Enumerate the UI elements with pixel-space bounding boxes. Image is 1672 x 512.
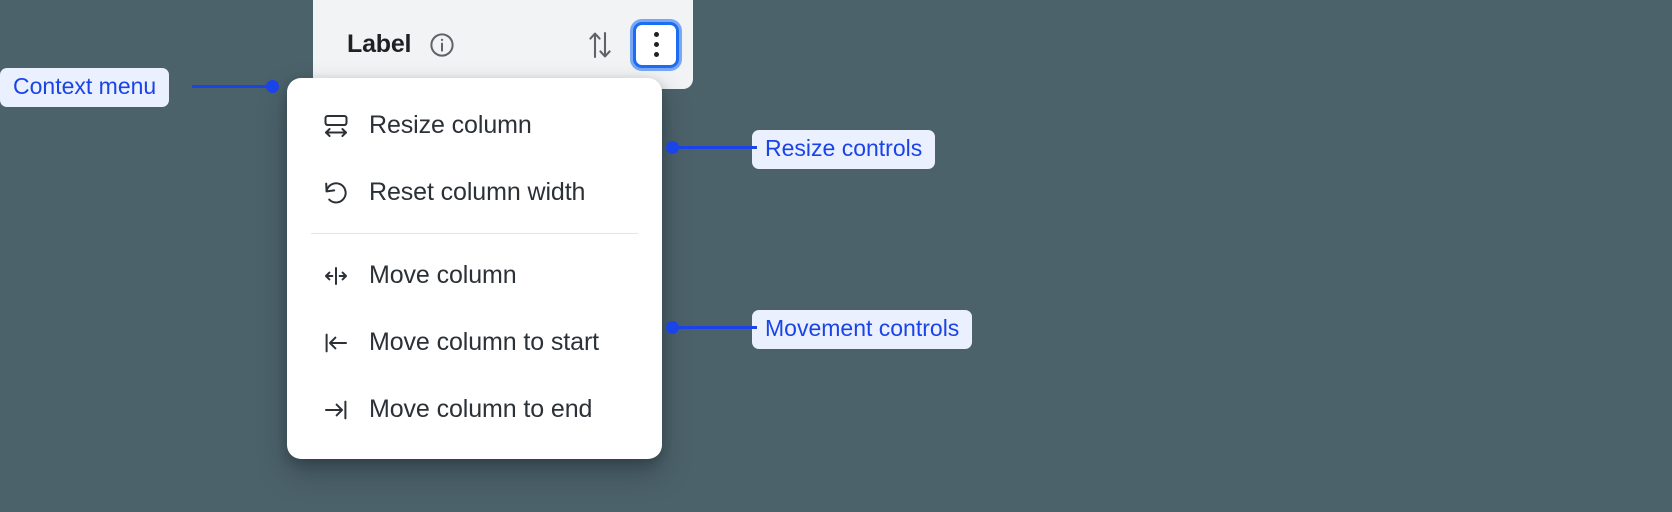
reset-rotate-ccw-icon <box>321 178 351 208</box>
menu-item-move-column[interactable]: Move column <box>287 242 662 309</box>
menu-item-resize-column[interactable]: Resize column <box>287 92 662 159</box>
move-to-start-icon <box>321 328 351 358</box>
annotation-context-menu: Context menu <box>0 68 170 108</box>
column-options-button[interactable] <box>633 21 679 68</box>
kebab-menu-icon <box>653 32 659 37</box>
annotation-anchor-dot <box>666 321 679 334</box>
menu-item-label: Resize column <box>369 111 532 139</box>
menu-item-move-column-to-start[interactable]: Move column to start <box>287 309 662 376</box>
annotation-leader-line <box>677 326 757 329</box>
annotation-leader-line <box>677 146 757 149</box>
move-left-right-icon <box>321 261 351 291</box>
menu-item-reset-column-width[interactable]: Reset column width <box>287 159 662 226</box>
annotation-resize-controls: Resize controls <box>752 130 936 170</box>
menu-divider <box>311 233 638 234</box>
sort-up-down-icon[interactable] <box>585 28 615 62</box>
menu-item-label: Reset column width <box>369 178 586 206</box>
menu-item-label: Move column to start <box>369 328 600 356</box>
annotation-leader-line <box>192 85 272 88</box>
menu-item-move-column-to-end[interactable]: Move column to end <box>287 376 662 443</box>
info-circle-icon[interactable] <box>428 31 456 59</box>
menu-item-label: Move column to end <box>369 395 593 423</box>
resize-column-icon <box>321 111 351 141</box>
menu-item-label: Move column <box>369 261 517 289</box>
kebab-dot <box>653 42 659 47</box>
move-to-end-icon <box>321 395 351 425</box>
annotation-anchor-dot <box>266 80 279 93</box>
annotation-anchor-dot <box>666 141 679 154</box>
kebab-dot <box>653 52 659 57</box>
column-context-menu: Resize column Reset column width <box>287 78 662 459</box>
column-header-panel: Label <box>313 0 693 89</box>
column-title: Label <box>347 30 412 58</box>
annotation-movement-controls: Movement controls <box>752 310 973 350</box>
